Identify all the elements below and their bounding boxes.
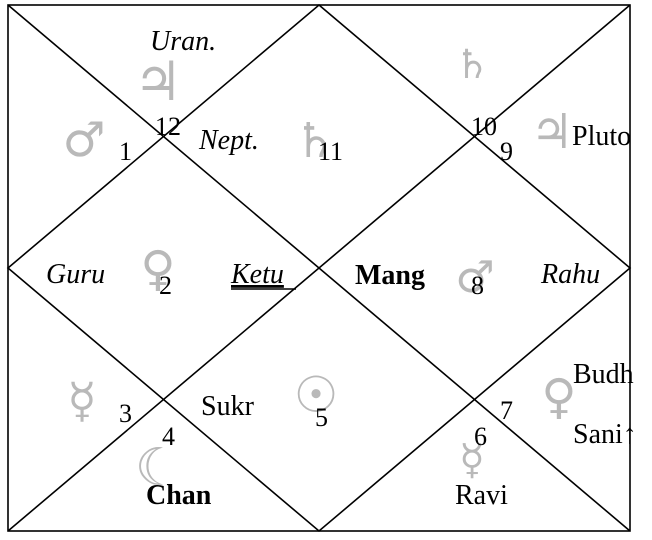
chart-lines <box>6 3 632 533</box>
jupiter-top-icon: ♃ <box>134 50 182 113</box>
house-number-9: 9 <box>500 137 513 166</box>
mars-left-icon: ♂ <box>62 112 105 168</box>
moon-bottom-icon: ☾ <box>135 438 182 498</box>
mars-right-icon: ♂ <box>455 252 494 303</box>
sun-center-icon: ☉ <box>294 366 339 424</box>
house-numbers: 1 2 3 4 5 6 7 8 9 10 11 12 <box>119 112 513 451</box>
venus-right-icon: ♀ <box>541 369 576 425</box>
mercury-left-icon: ☿ <box>67 373 96 429</box>
house-number-11: 11 <box>318 137 343 166</box>
sign-glyphs: ♃ ♂ ♄ ♄ ♃ ♀ ♂ ☿ ☉ ♀ ☾ ☿ <box>62 42 576 498</box>
house-number-10: 10 <box>471 112 497 141</box>
planet-uranus-label: Uran. <box>150 26 216 57</box>
planet-ketu-label: Ketu <box>230 259 284 290</box>
house-number-6: 6 <box>474 422 487 451</box>
planet-sani-label: Sani↑ <box>573 419 637 450</box>
mercury-bottom-icon: ☿ <box>459 435 485 484</box>
planet-ravi-label: Ravi <box>455 480 508 511</box>
planet-sukr-label: Sukr <box>201 391 255 422</box>
planet-mang-label: Mang <box>355 260 425 291</box>
planet-pluto-label: Pluto <box>572 121 631 152</box>
saturn-top-right-icon: ♄ <box>454 42 490 88</box>
planet-neptune-label: Nept. <box>198 125 259 156</box>
planet-chan-label: Chan <box>146 480 212 511</box>
planet-budh-label: Budh <box>573 359 634 390</box>
house-number-12: 12 <box>155 112 181 141</box>
diagonal-anti <box>7 4 631 532</box>
house-number-2: 2 <box>159 271 172 300</box>
house-number-3: 3 <box>119 399 132 428</box>
inner-diamond <box>6 3 632 533</box>
venus-left-icon: ♀ <box>140 241 175 297</box>
house-number-1: 1 <box>119 137 132 166</box>
house-number-8: 8 <box>471 271 484 300</box>
saturn-center-top-icon: ♄ <box>293 113 336 169</box>
planet-rahu-label: Rahu <box>540 259 600 290</box>
house-number-7: 7 <box>500 396 513 425</box>
planet-labels: Uran. Nept. Pluto Guru Ketu Mang Rahu Su… <box>46 26 637 511</box>
house-number-4: 4 <box>162 422 175 451</box>
house-number-5: 5 <box>315 403 328 432</box>
jupiter-right-icon: ♃ <box>530 104 573 160</box>
planet-guru-label: Guru <box>46 259 105 290</box>
